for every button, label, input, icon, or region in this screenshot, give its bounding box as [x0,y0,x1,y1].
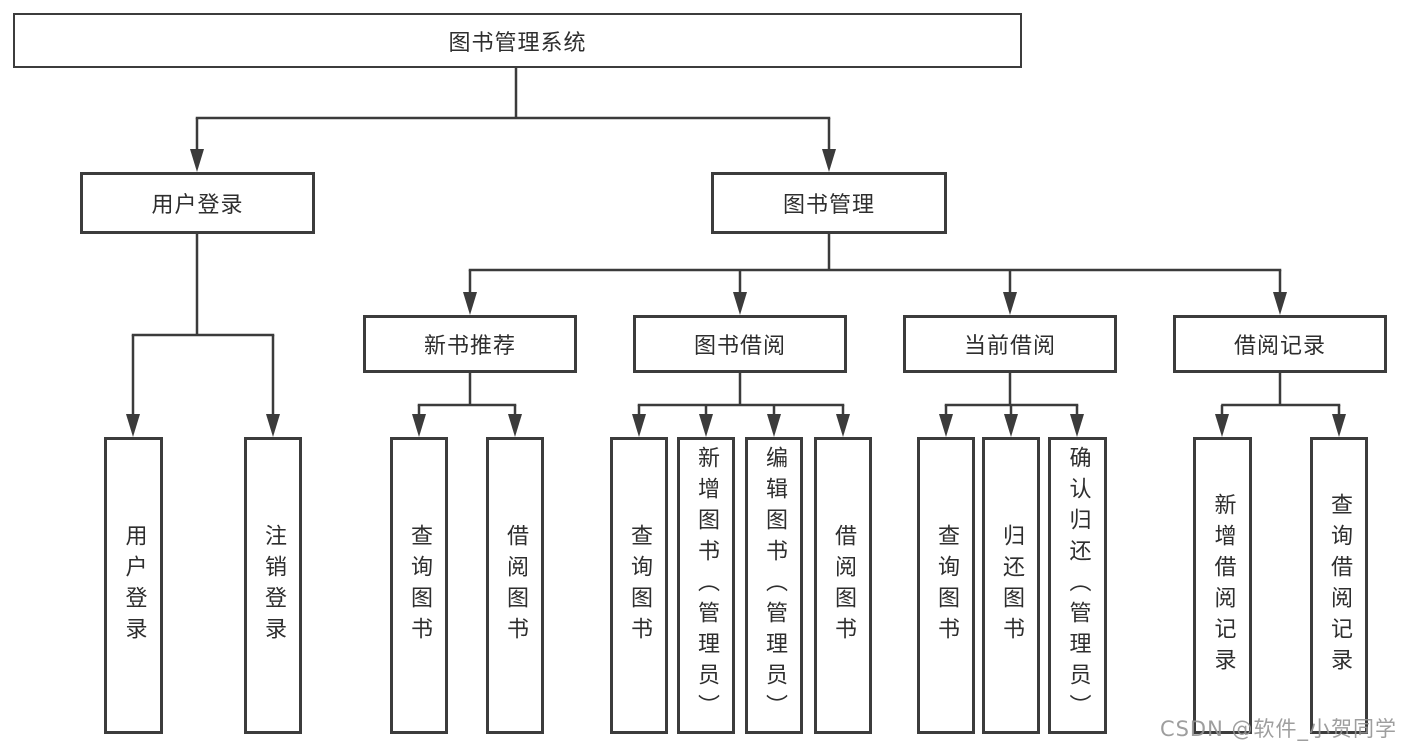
leaf-edit-book-admin-label: 编辑图书（管理员） [762,446,787,725]
node-borrowing-records: 借阅记录 [1173,315,1387,373]
leaf-confirm-return-admin-label: 确认归还（管理员） [1065,446,1091,725]
leaf-query-borrow-record-label: 查询借阅记录 [1327,492,1352,679]
leaf-borrow-books-label: 借阅图书 [831,523,856,648]
leaf-return-books: 归还图书 [982,437,1040,734]
leaf-query-borrow-record: 查询借阅记录 [1310,437,1368,734]
leaf-add-book-admin-label: 新增图书（管理员） [694,446,719,725]
leaf-borrow-books-label: 借阅图书 [503,523,528,648]
node-book-borrowing: 图书借阅 [633,315,847,373]
node-new-book-recommend: 新书推荐 [363,315,577,373]
node-current-borrowing: 当前借阅 [903,315,1117,373]
leaf-logout-label: 注销登录 [261,523,286,648]
leaf-user-login: 用户登录 [104,437,163,734]
leaf-return-books-label: 归还图书 [999,523,1024,648]
leaf-add-book-admin: 新增图书（管理员） [677,437,735,734]
watermark: CSDN @软件_小贺同学 [1159,717,1397,741]
leaf-user-login-label: 用户登录 [121,523,147,648]
leaf-query-books-label: 查询图书 [934,523,959,648]
leaf-query-books: 查询图书 [917,437,975,734]
leaf-confirm-return-admin: 确认归还（管理员） [1048,437,1107,734]
leaf-add-borrow-record-label: 新增借阅记录 [1210,492,1236,679]
leaf-query-books: 查询图书 [390,437,448,734]
leaf-query-books-label: 查询图书 [627,523,652,648]
leaf-borrow-books: 借阅图书 [486,437,544,734]
leaf-borrow-books: 借阅图书 [814,437,872,734]
leaf-add-borrow-record: 新增借阅记录 [1193,437,1252,734]
node-library-management-system: 图书管理系统 [13,13,1022,68]
leaf-edit-book-admin: 编辑图书（管理员） [745,437,803,734]
node-book-management: 图书管理 [711,172,947,234]
leaf-query-books-label: 查询图书 [407,523,432,648]
node-user-login: 用户登录 [80,172,315,234]
leaf-logout: 注销登录 [244,437,302,734]
leaf-query-books: 查询图书 [610,437,668,734]
